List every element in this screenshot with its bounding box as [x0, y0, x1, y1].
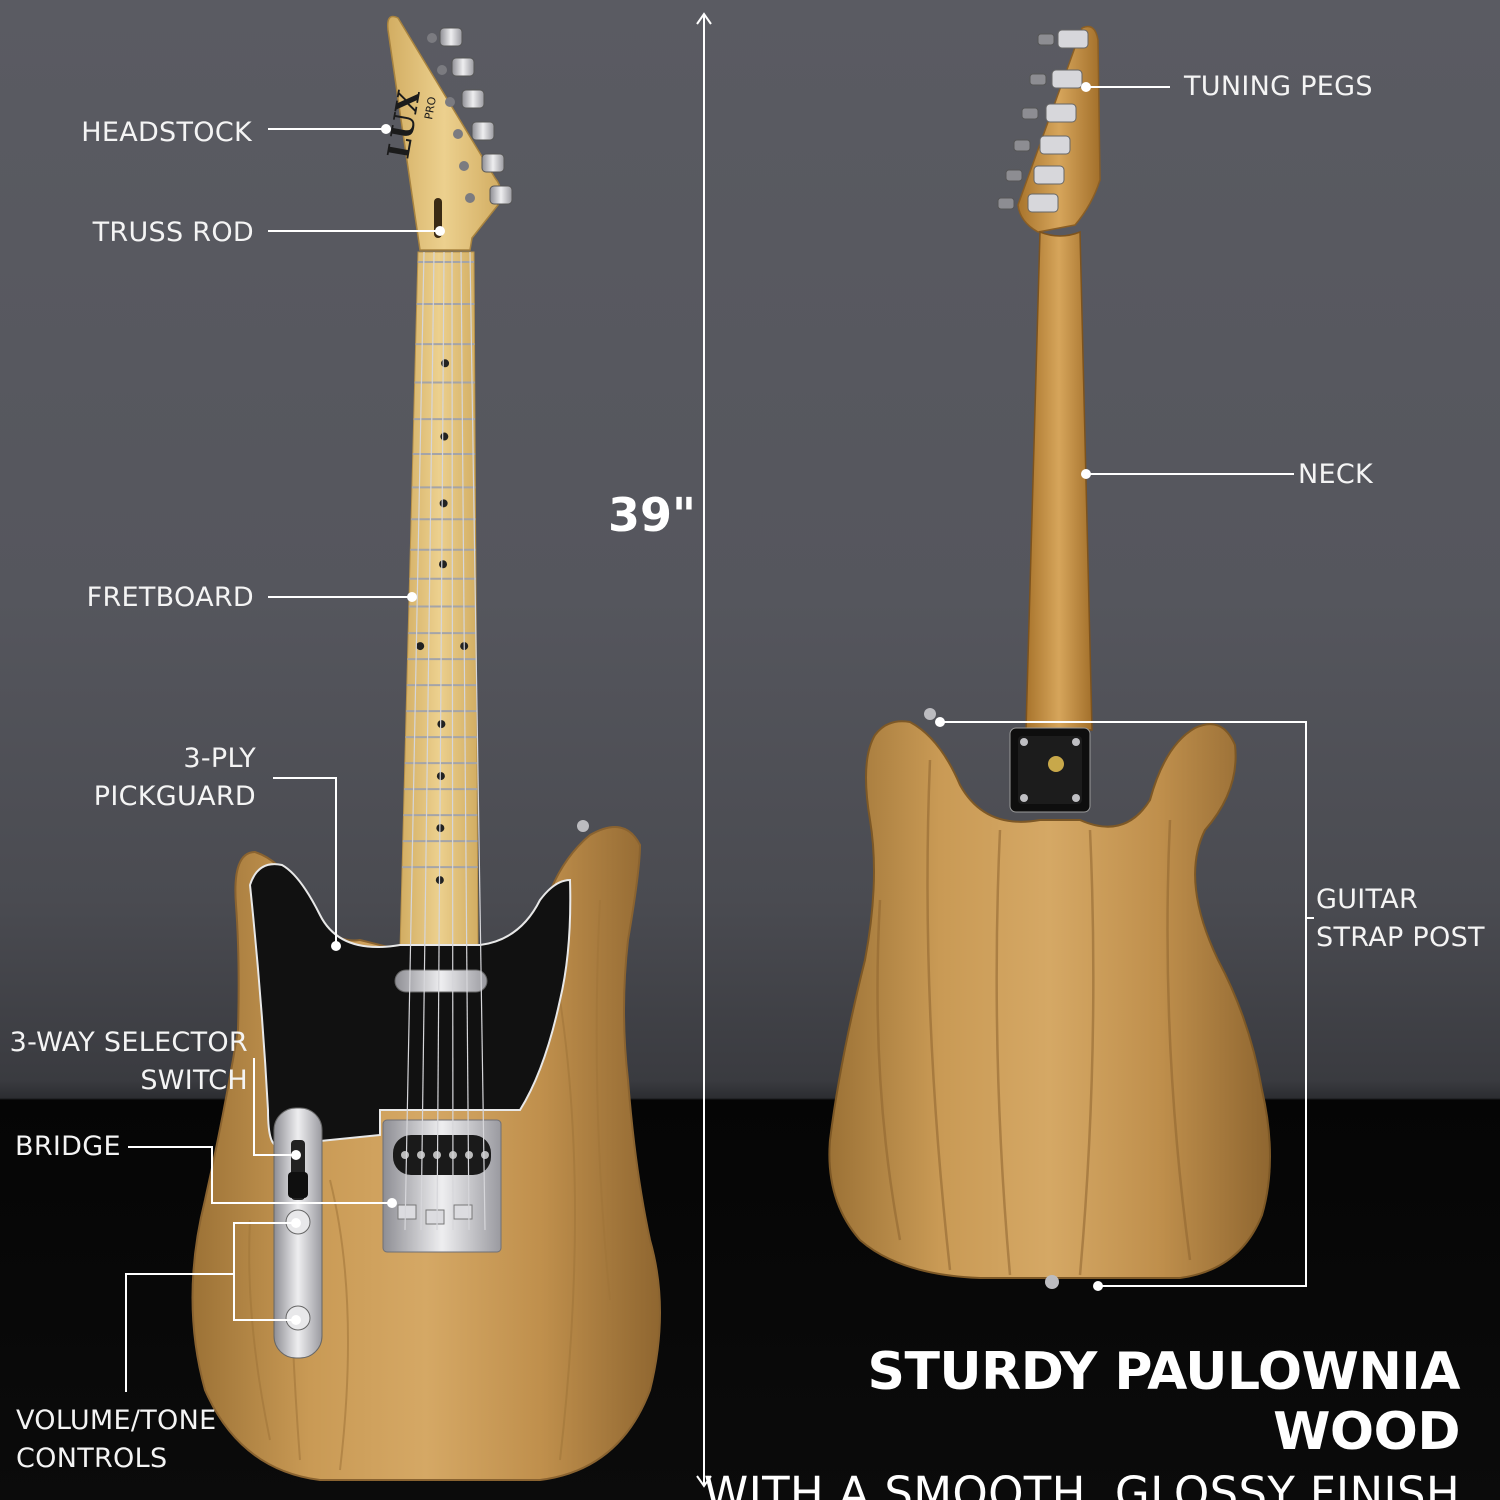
front-bridge — [382, 1119, 502, 1253]
back-strap-button-top — [924, 708, 936, 720]
front-tuning-pegs — [439, 27, 513, 205]
label-pickguard-line2: PICKGUARD — [93, 781, 256, 812]
front-headstock — [386, 15, 502, 251]
label-tuning-pegs: TUNING PEGS — [1184, 71, 1373, 102]
label-neck: NECK — [1298, 459, 1374, 490]
label-selector-line2: SWITCH — [140, 1065, 248, 1096]
front-pickguard — [248, 863, 572, 1147]
front-strings — [404, 251, 486, 1231]
headstock-logo-sub: PRO — [422, 95, 439, 120]
label-headstock: HEADSTOCK — [81, 117, 252, 148]
label-selector-line1: 3-WAY SELECTOR — [9, 1027, 248, 1058]
label-pickguard-line1: 3-PLY — [183, 743, 256, 774]
headline: STURDY PAULOWNIA WOOD WITH A SMOOTH, GLO… — [700, 1342, 1461, 1500]
label-volume-tone-controls: VOLUME/TONE CONTROLS — [16, 1402, 216, 1478]
label-controls-line2: CONTROLS — [16, 1443, 168, 1474]
label-controls-line1: VOLUME/TONE — [16, 1405, 217, 1436]
back-body — [828, 720, 1271, 1279]
back-tuning-pegs — [997, 29, 1089, 213]
label-fretboard: FRETBOARD — [86, 582, 254, 613]
leader-strap-post — [940, 721, 1307, 1287]
label-strap-line1: GUITAR — [1316, 884, 1419, 915]
leader-pickguard — [273, 777, 337, 946]
headline-line1: STURDY PAULOWNIA WOOD — [867, 1342, 1461, 1462]
height-measurement: 39" — [608, 488, 696, 542]
label-pickguard: 3-PLY PICKGUARD — [40, 740, 256, 816]
fret-inlay — [416, 642, 425, 651]
neck-pickup — [394, 969, 488, 993]
neck-plate — [1009, 727, 1091, 813]
label-guitar-strap-post: GUITAR STRAP POST — [1316, 881, 1485, 957]
back-neck — [1025, 230, 1093, 731]
leader-selector — [253, 1058, 296, 1156]
front-strap-button — [577, 820, 589, 832]
fret-inlay — [437, 720, 446, 729]
label-bridge: BRIDGE — [15, 1131, 121, 1162]
back-guitar — [828, 25, 1271, 1289]
leader-controls-2 — [233, 1274, 296, 1321]
fret-inlay — [436, 772, 445, 781]
label-selector-switch: 3-WAY SELECTOR SWITCH — [8, 1024, 248, 1100]
height-arrow — [696, 12, 712, 1488]
fret-inlay — [439, 560, 448, 569]
leader-bridge — [128, 1146, 392, 1204]
back-strap-button-bottom — [1045, 1275, 1059, 1289]
headline-line2: WITH A SMOOTH, GLOSSY FINISH — [703, 1467, 1460, 1500]
leader-controls — [125, 1222, 296, 1392]
label-strap-line2: STRAP POST — [1316, 922, 1485, 953]
selector-switch-tip — [288, 1172, 308, 1198]
label-truss-rod: TRUSS ROD — [92, 217, 254, 248]
